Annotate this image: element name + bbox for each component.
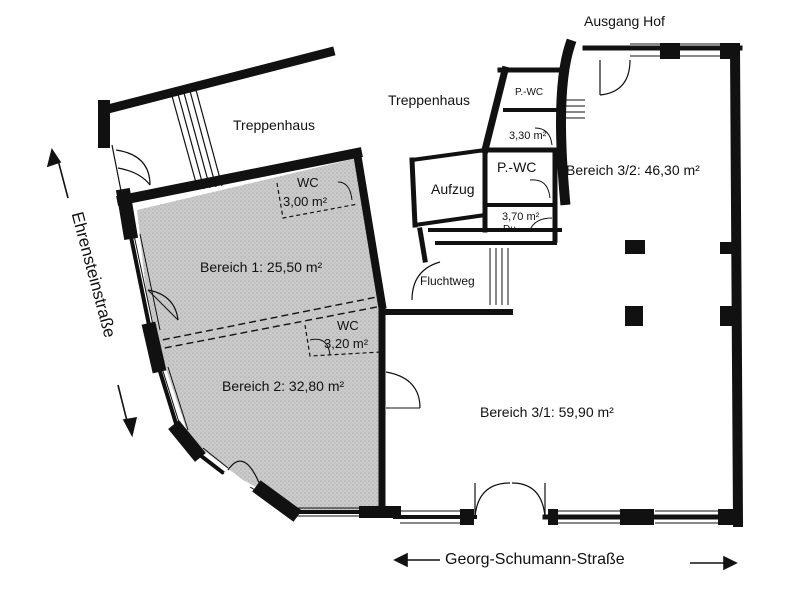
fluchtweg-door-arc bbox=[411, 261, 441, 301]
wc1-door-arc bbox=[337, 181, 353, 201]
label-wc2: WC bbox=[337, 318, 359, 333]
shaded-area-bereich-1-2 bbox=[137, 158, 382, 510]
staircase-right bbox=[489, 99, 585, 305]
entrance-double-door bbox=[474, 482, 546, 518]
label-bereich-1: Bereich 1: 25,50 m² bbox=[200, 259, 323, 275]
label-street-bottom: Georg-Schumann-Straße bbox=[445, 551, 625, 568]
door-arc-bereich-1 bbox=[147, 289, 179, 321]
label-treppenhaus-left: Treppenhaus bbox=[233, 117, 315, 133]
label-bereich-3-2: Bereich 3/2: 46,30 m² bbox=[566, 162, 700, 178]
label-p-wc-small-area: 3,30 m² bbox=[509, 130, 547, 142]
door-arc-middle bbox=[385, 371, 421, 409]
label-p-wc: P.-WC bbox=[497, 159, 537, 175]
door-arc-corner bbox=[227, 460, 263, 491]
label-wc2-area: 3,20 m² bbox=[324, 336, 369, 351]
wall-piers bbox=[460, 43, 740, 525]
label-fluchtweg: Fluchtweg bbox=[420, 274, 475, 288]
label-wc1-area: 3,00 m² bbox=[283, 194, 328, 209]
core-walls bbox=[409, 38, 577, 263]
door-leaf-bereich-1 bbox=[147, 289, 179, 321]
wc2-door-arc bbox=[309, 338, 331, 356]
windows-left-facade bbox=[133, 233, 366, 517]
label-p-wc-small: P.-WC bbox=[515, 87, 544, 98]
exit-door-hof bbox=[599, 59, 631, 96]
wc-cubicles bbox=[276, 182, 382, 357]
label-treppenhaus-right: Treppenhaus bbox=[388, 92, 470, 108]
staircase-left bbox=[171, 89, 223, 191]
label-du-area: 3,70 m² bbox=[502, 211, 540, 223]
arrow-left-street bbox=[46, 148, 138, 438]
label-bereich-2: Bereich 2: 32,80 m² bbox=[222, 378, 345, 394]
entrance-door-left bbox=[111, 144, 151, 197]
label-aufzug: Aufzug bbox=[431, 181, 475, 197]
walls-middle bbox=[378, 301, 513, 514]
label-wc1: WC bbox=[297, 175, 319, 190]
label-du: Du. bbox=[503, 224, 519, 235]
label-bereich-3-1: Bereich 3/1: 59,90 m² bbox=[480, 404, 614, 420]
windows-right-facade bbox=[400, 43, 720, 524]
arrow-bottom-street bbox=[393, 552, 738, 571]
core-door-arcs bbox=[529, 127, 553, 231]
label-ausgang-hof: Ausgang Hof bbox=[584, 13, 665, 29]
area-divider bbox=[151, 295, 383, 351]
